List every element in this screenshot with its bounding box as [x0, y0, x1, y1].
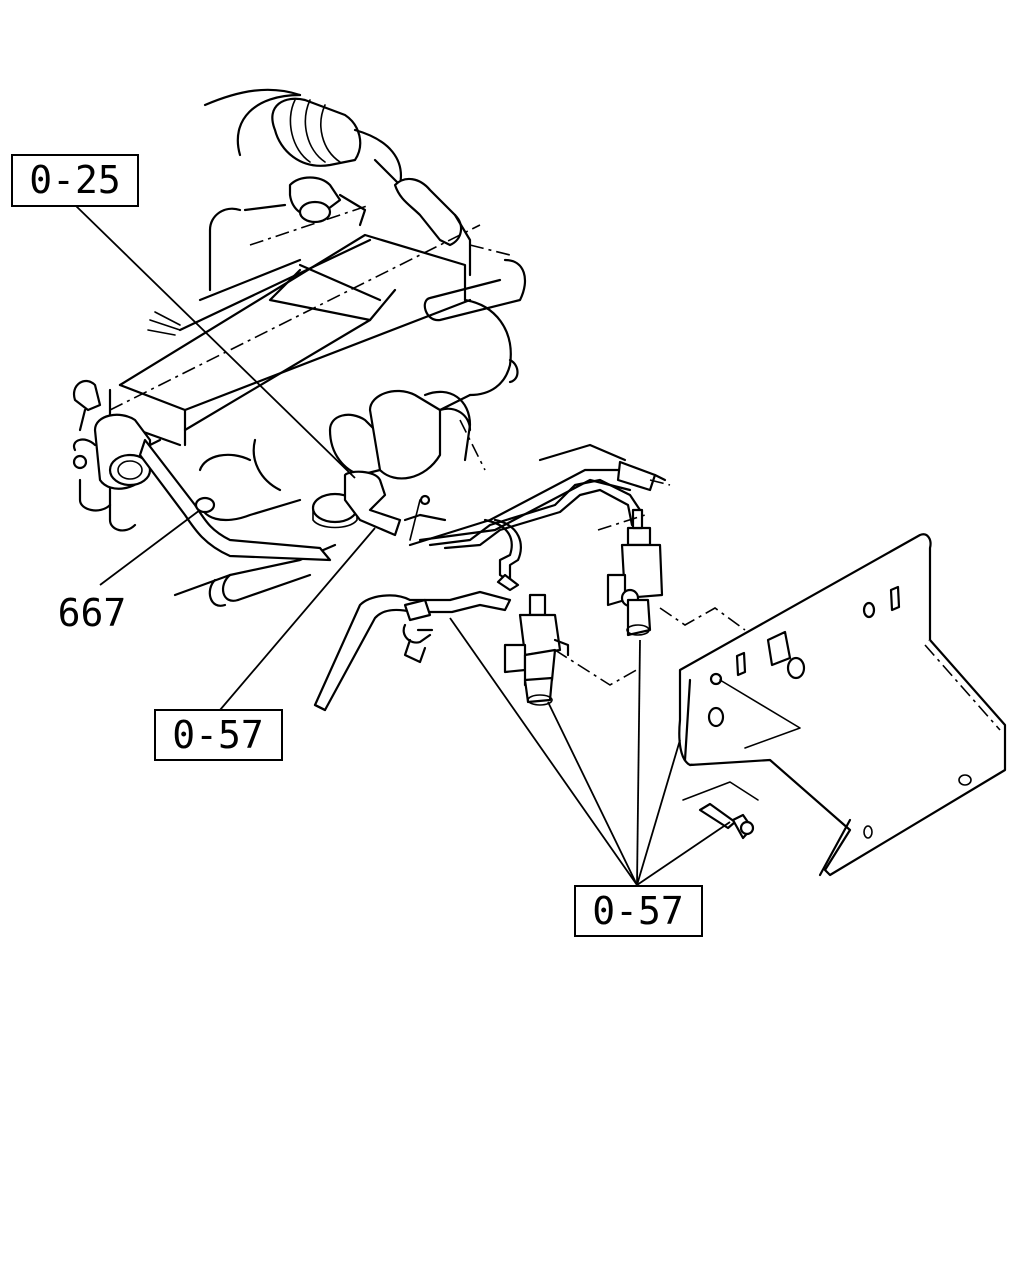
solenoid-valve-upper [597, 508, 664, 637]
callout-0-57-left: 0-57 [154, 709, 283, 761]
mounting-bracket [678, 533, 1007, 877]
solenoid-valve-lower [503, 593, 746, 706]
callout-0-57-bottom-text: 0-57 [592, 889, 684, 933]
callout-0-57-bottom: 0-57 [574, 885, 703, 937]
bolt [682, 781, 759, 840]
callout-0-57-left-text: 0-57 [172, 713, 264, 757]
callout-0-25: 0-25 [11, 154, 139, 207]
callout-667: 667 [58, 591, 127, 635]
callout-0-25-text: 0-25 [29, 158, 121, 202]
vacuum-hoses [138, 438, 671, 712]
callout-667-text: 667 [58, 591, 127, 635]
leader-lines [74, 204, 731, 886]
engine-assembly [72, 88, 527, 607]
